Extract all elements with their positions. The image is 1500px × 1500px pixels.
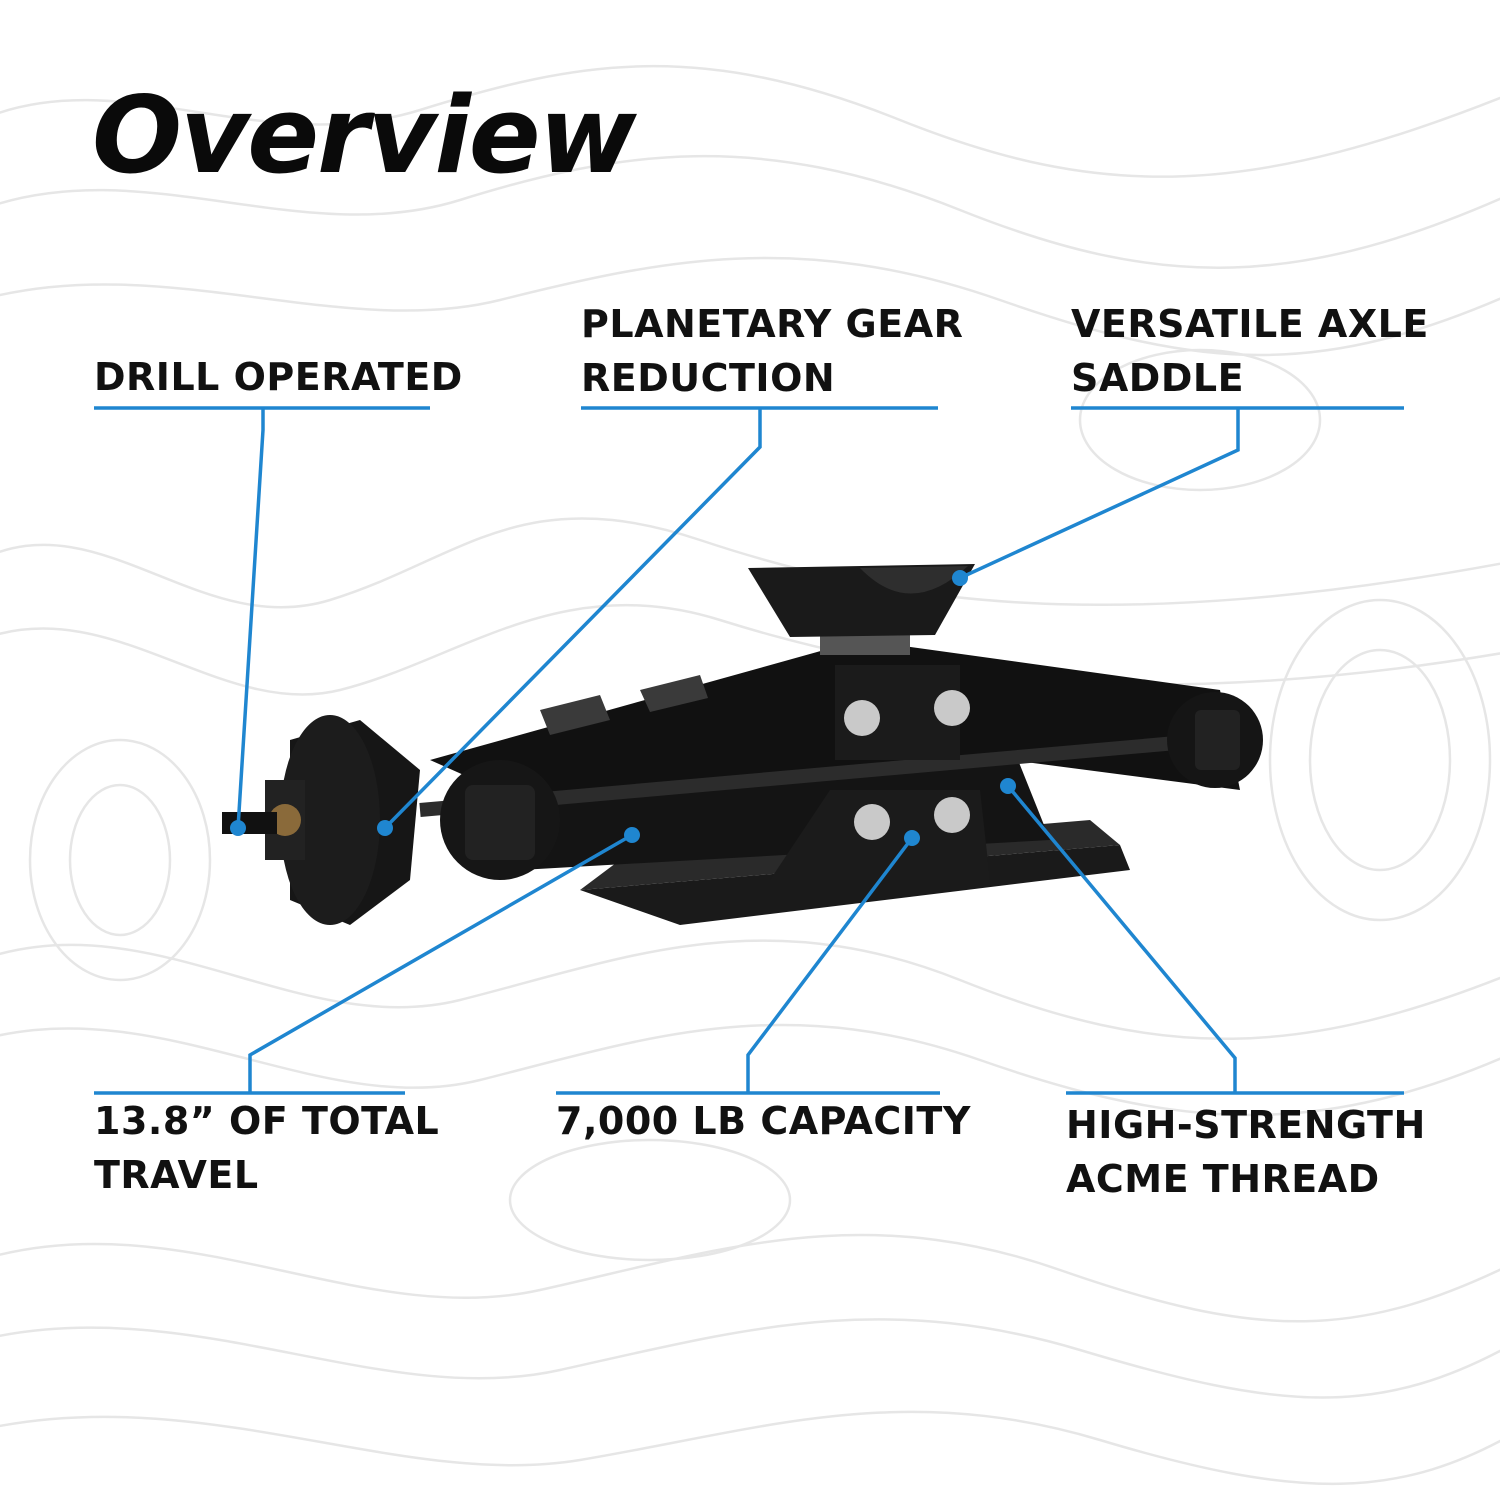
callout-line: PLANETARY GEAR bbox=[581, 302, 964, 346]
callout-line: REDUCTION bbox=[581, 356, 836, 400]
page-title: Overview bbox=[92, 74, 637, 197]
callout-acme-thread: HIGH-STRENGTH ACME THREAD bbox=[1066, 1098, 1426, 1206]
callout-dot bbox=[230, 820, 246, 836]
callout-line: 13.8” OF TOTAL bbox=[94, 1099, 440, 1143]
bolt-icon bbox=[844, 700, 880, 736]
leader-drill-operated-drop bbox=[236, 408, 265, 829]
callout-dot bbox=[904, 830, 920, 846]
bolt-icon bbox=[934, 797, 970, 833]
callout-dot bbox=[624, 827, 640, 843]
callout-line: ACME THREAD bbox=[1066, 1157, 1380, 1201]
leader-total-travel-rise bbox=[248, 833, 633, 1093]
callout-line: SADDLE bbox=[1071, 356, 1245, 400]
callout-line: TRAVEL bbox=[94, 1153, 259, 1197]
callout-line: HIGH-STRENGTH bbox=[1066, 1103, 1426, 1147]
callout-line: VERSATILE AXLE bbox=[1071, 302, 1429, 346]
leader-axle-saddle-drop bbox=[959, 408, 1240, 580]
bolt-icon bbox=[854, 804, 890, 840]
leader-capacity-rise bbox=[746, 836, 914, 1093]
jack-base-plate bbox=[580, 845, 1130, 925]
callout-versatile-axle-saddle: VERSATILE AXLE SADDLE bbox=[1071, 297, 1429, 405]
callout-drill-operated: DRILL OPERATED bbox=[94, 350, 463, 404]
callout-dot bbox=[377, 820, 393, 836]
callout-dot bbox=[952, 570, 968, 586]
callout-dot bbox=[1000, 778, 1016, 794]
callout-line: 7,000 LB CAPACITY bbox=[556, 1099, 971, 1143]
callout-line: DRILL OPERATED bbox=[94, 355, 463, 399]
callout-total-travel: 13.8” OF TOTAL TRAVEL bbox=[94, 1094, 439, 1202]
callout-capacity: 7,000 LB CAPACITY bbox=[556, 1094, 971, 1148]
leader-planetary-gear-drop bbox=[383, 408, 762, 830]
leader-acme-thread-rise bbox=[1006, 784, 1237, 1093]
bolt-icon bbox=[934, 690, 970, 726]
callout-planetary-gear-reduction: PLANETARY GEAR REDUCTION bbox=[581, 297, 963, 405]
